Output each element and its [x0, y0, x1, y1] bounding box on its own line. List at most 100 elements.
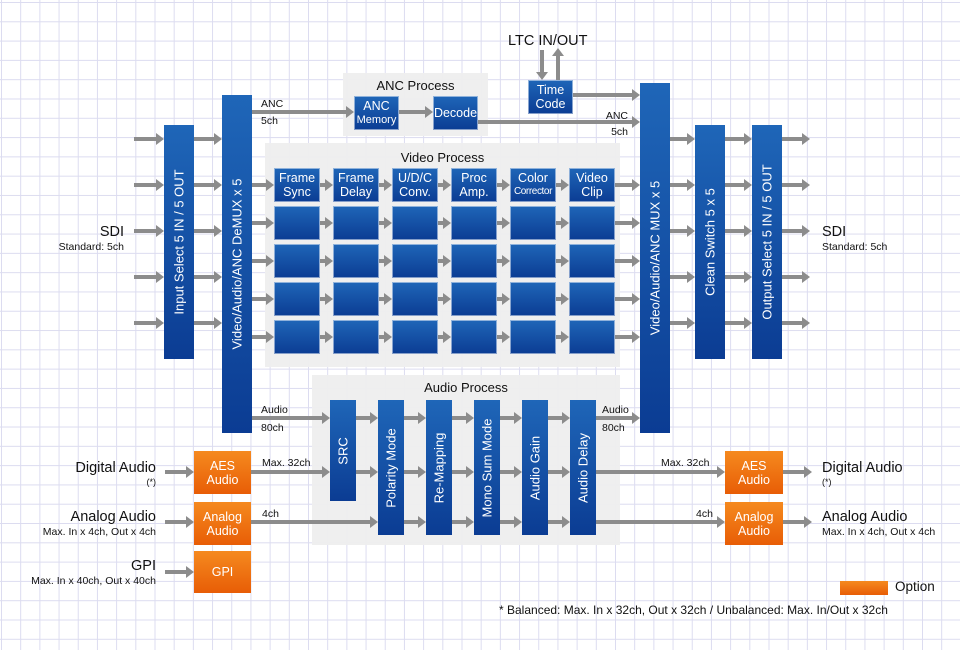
audio-chain-arrow: [404, 412, 426, 424]
video-block-channel[interactable]: [392, 282, 438, 316]
video-chain-arrow: [497, 293, 510, 305]
video-block-channel[interactable]: [510, 206, 556, 240]
sdi-input-arrow: [134, 225, 164, 237]
audio-chain-arrow: [548, 412, 570, 424]
output-select-block[interactable]: Output Select 5 IN / 5 OUT: [752, 125, 782, 359]
analog-to-polarity-arrow: [251, 516, 378, 528]
mux-to-clean-arrow: [670, 225, 695, 237]
video-chain-arrow: [497, 331, 510, 343]
video-block-channel[interactable]: [392, 244, 438, 278]
video-chain-arrow: [556, 255, 569, 267]
video-block-channel[interactable]: [510, 282, 556, 316]
video-block-channel[interactable]: [451, 206, 497, 240]
video-block-channel[interactable]: [392, 320, 438, 354]
time-code-line2: Code: [535, 97, 566, 111]
video-chain-arrow: [438, 255, 451, 267]
output-select-label: Output Select 5 IN / 5 OUT: [759, 164, 775, 320]
sdi-output-arrow: [782, 179, 810, 191]
video-block-channel[interactable]: [451, 244, 497, 278]
video-block-line2: Amp.: [459, 185, 489, 199]
gpi-input-arrow: [165, 566, 194, 578]
video-block-channel[interactable]: [333, 282, 379, 316]
anc-out-label: ANC: [605, 110, 628, 122]
gpi-block[interactable]: GPI: [194, 551, 251, 593]
demux-to-video-arrow: [252, 217, 274, 229]
analog-out-line2: Audio: [738, 523, 770, 538]
decode-label: Decode: [433, 106, 478, 120]
mux-block[interactable]: Video/Audio/ANC MUX x 5: [640, 83, 670, 433]
video-block-channel[interactable]: [333, 320, 379, 354]
video-block-channel[interactable]: [392, 206, 438, 240]
polarity-mode-block[interactable]: Polarity Mode: [378, 400, 404, 535]
aes-in-line1: AES: [209, 458, 235, 473]
anc-out-count: 5ch: [611, 126, 628, 138]
video-block-channel[interactable]: [274, 244, 320, 278]
analog-in-line2: Audio: [206, 523, 239, 538]
clean-switch-label: Clean Switch 5 x 5: [702, 188, 718, 296]
input-select-block[interactable]: Input Select 5 IN / 5 OUT: [164, 125, 194, 359]
video-to-mux-arrow: [615, 331, 640, 343]
digital-audio-input-arrow: [165, 466, 194, 478]
video-chain-arrow: [320, 293, 333, 305]
aes-output-arrow: [783, 466, 812, 478]
video-chain-arrow: [438, 217, 451, 229]
audio-gain-block[interactable]: Audio Gain: [522, 400, 548, 535]
video-chain-arrow: [497, 217, 510, 229]
sdi-output-arrow: [782, 225, 810, 237]
video-block-channel[interactable]: [569, 320, 615, 354]
demux-block[interactable]: Video/Audio/ANC DeMUX x 5: [222, 95, 252, 433]
video-chain-arrow: [320, 217, 333, 229]
audio-delay-block[interactable]: Audio Delay: [570, 400, 596, 535]
audio-chain-arrow: [452, 516, 474, 528]
video-block-channel[interactable]: [569, 206, 615, 240]
sdi-output-arrow: [782, 271, 810, 283]
video-chain-arrow: [379, 293, 392, 305]
mux-to-clean-arrow: [670, 179, 695, 191]
re-mapping-block[interactable]: Re-Mapping: [426, 400, 452, 535]
video-block-channel[interactable]: [451, 282, 497, 316]
analog-audio-out-sub: Max. In x 4ch, Out x 4ch: [822, 526, 936, 538]
audio-in-label: Audio: [261, 404, 288, 416]
video-block-channel[interactable]: [510, 244, 556, 278]
src-block[interactable]: SRC: [330, 400, 356, 501]
demux-to-video-arrow: [252, 255, 274, 267]
video-block-channel[interactable]: [333, 244, 379, 278]
video-block-channel[interactable]: [451, 320, 497, 354]
video-block-channel[interactable]: [569, 282, 615, 316]
video-block-channel[interactable]: [274, 206, 320, 240]
video-process-title: Video Process: [400, 150, 485, 165]
decode-block[interactable]: Decode: [433, 96, 478, 130]
clean-switch-block[interactable]: Clean Switch 5 x 5: [695, 125, 725, 359]
video-block-channel[interactable]: [333, 206, 379, 240]
video-to-mux-arrow: [615, 293, 640, 305]
digital-audio-out-sub: (*): [822, 477, 832, 487]
audio-chain-arrow: [452, 466, 474, 478]
video-block-line2: Corrector: [513, 186, 553, 197]
audio-chain-arrow: [356, 466, 378, 478]
audio-out-count: 80ch: [602, 422, 625, 434]
video-block-channel[interactable]: [274, 282, 320, 316]
anc-memory-line2: Memory: [356, 114, 397, 126]
video-chain-arrow: [438, 293, 451, 305]
video-block-channel[interactable]: [510, 320, 556, 354]
video-chain-arrow: [320, 179, 333, 191]
video-block-channel[interactable]: [274, 320, 320, 354]
audio-chain-arrow: [548, 516, 570, 528]
digital-audio-in-title: Digital Audio: [75, 460, 156, 476]
video-block-line1: U/D/C: [397, 171, 433, 185]
input-to-demux-arrow: [194, 317, 222, 329]
mono-sum-mode-block[interactable]: Mono Sum Mode: [474, 400, 500, 535]
video-block-channel[interactable]: [569, 244, 615, 278]
